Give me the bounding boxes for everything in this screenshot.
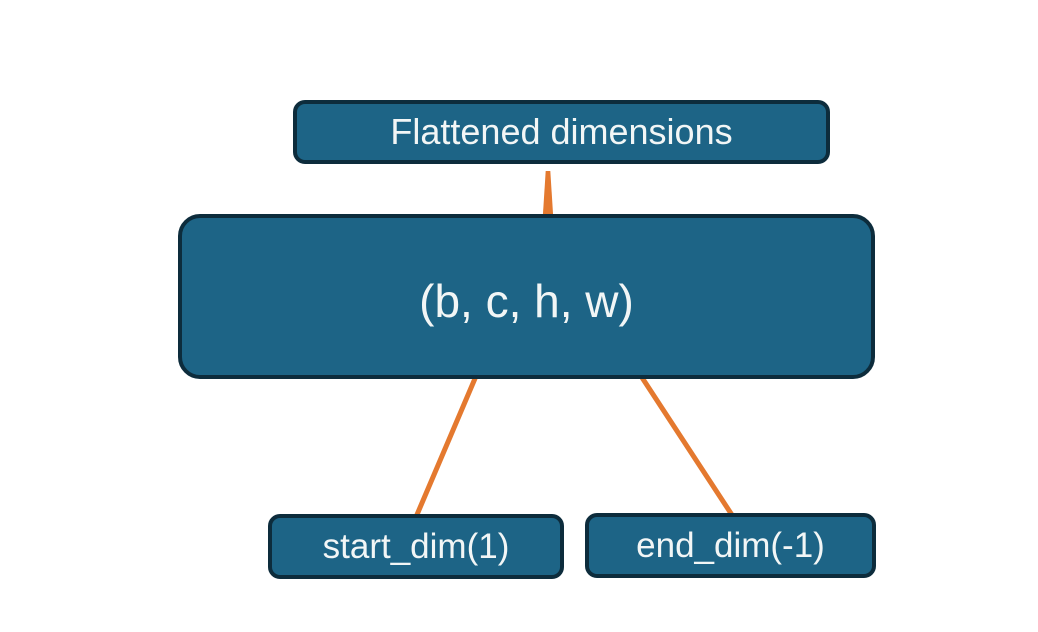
flattened-dimensions-box: Flattened dimensions bbox=[293, 100, 830, 164]
end-dim-label: end_dim(-1) bbox=[636, 526, 825, 565]
tensor-shape-box: (b, c, h, w) bbox=[178, 214, 875, 379]
tensor-shape-label: (b, c, h, w) bbox=[419, 274, 634, 327]
flattened-dimensions-label: Flattened dimensions bbox=[390, 111, 733, 152]
start-dim-box: start_dim(1) bbox=[268, 514, 564, 579]
end-dim-box: end_dim(-1) bbox=[585, 513, 876, 578]
start-dim-label: start_dim(1) bbox=[322, 527, 510, 566]
